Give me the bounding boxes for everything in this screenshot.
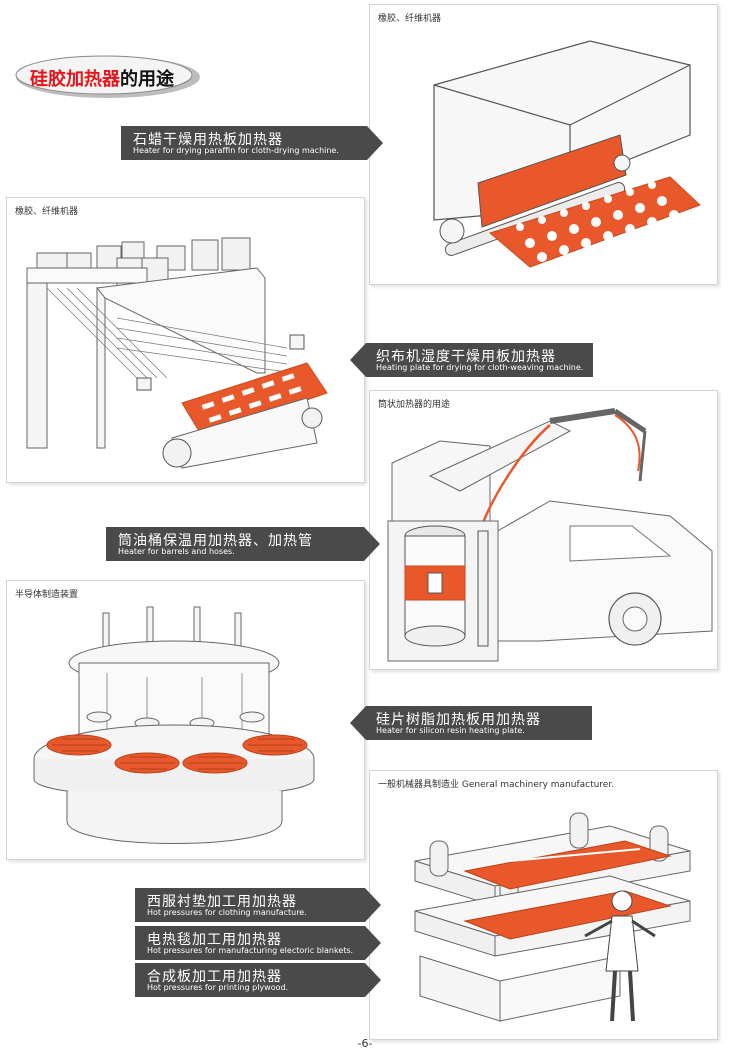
banner-electric-blankets: 电热毯加工用加热器 Hot pressures for manufacturin… — [135, 926, 381, 960]
logo-title-red: 硅胶加热器 — [30, 69, 120, 90]
drying-machine-illustration — [433, 40, 701, 268]
title-logo: 硅胶加热器的用途 — [14, 54, 202, 100]
banner-arrow-shape — [135, 926, 381, 960]
panel-semiconductor: 半导体制造装置 — [6, 580, 365, 860]
banner-title-en: Hot pressures for manufacturing electori… — [147, 946, 354, 955]
banner-clothing-manufacture: 西服衬垫加工用加热器 Hot pressures for clothing ma… — [135, 888, 381, 922]
banner-title-en: Heater for barrels and hoses. — [118, 547, 235, 556]
banner-title-zh: 织布机湿度干燥用板加热器 — [376, 349, 556, 365]
page-number: -6- — [357, 1037, 373, 1050]
panel-rubber-fiber-left: 橡胶、纤维机器 — [6, 197, 365, 483]
banner-barrels-hoses: 筒油桶保温用加热器、加热管 Heater for barrels and hos… — [106, 527, 380, 561]
banner-title-zh: 筒油桶保温用加热器、加热管 — [118, 533, 313, 549]
weaving-machine-illustration — [26, 237, 328, 469]
hot-press-illustration — [414, 812, 691, 1022]
banner-title-zh: 西服衬垫加工用加热器 — [147, 894, 297, 910]
banner-arrow-shape — [106, 527, 380, 561]
panel-label: 筒状加热器的用途 — [378, 400, 451, 410]
panel-general-machinery: 一般机械器具制造业 General machinery manufacturer… — [369, 770, 718, 1040]
panel-rubber-fiber-top: 橡胶、纤维机器 — [369, 4, 718, 285]
banner-arrow-shape — [121, 126, 383, 160]
logo-oval-background — [15, 55, 200, 98]
banner-plywood: 合成板加工用加热器 Hot pressures for printing ply… — [135, 963, 381, 997]
semiconductor-equipment-illustration — [33, 606, 315, 844]
panel-label: 半导体制造装置 — [15, 590, 79, 600]
banner-arrow-shape — [350, 343, 593, 377]
banner-arrow-shape — [350, 706, 592, 740]
banner-title-zh: 合成板加工用加热器 — [147, 969, 282, 985]
banner-title-en: Heating plate for drying for cloth-weavi… — [376, 363, 584, 372]
banner-arrow-shape — [135, 963, 381, 997]
banner-title-en: Hot pressures for clothing manufacture. — [147, 908, 307, 917]
panel-label: 橡胶、纤维机器 — [15, 207, 79, 217]
banner-title-en: Hot pressures for printing plywood. — [147, 983, 289, 992]
panel-label: 一般机械器具制造业 General machinery manufacturer… — [378, 780, 615, 790]
barrel-hose-illustration — [387, 408, 713, 662]
banner-title-zh: 电热毯加工用加热器 — [147, 932, 282, 948]
banner-arrow-shape — [135, 888, 381, 922]
banner-silicon-resin: 硅片树脂加热板用加热器 Heater for silicon resin hea… — [350, 706, 592, 740]
logo-title-black: 的用途 — [120, 69, 174, 90]
panel-tube-heater: 筒状加热器的用途 — [369, 390, 718, 670]
banner-title-zh: 石蜡干燥用热板加热器 — [133, 132, 283, 148]
banner-paraffin-drying: 石蜡干燥用热板加热器 Heater for drying paraffin fo… — [121, 126, 383, 160]
panel-label: 橡胶、纤维机器 — [378, 14, 442, 24]
logo-title: 硅胶加热器的用途 — [30, 65, 174, 91]
banner-title-en: Heater for drying paraffin for cloth-dry… — [133, 146, 339, 155]
banner-cloth-weaving: 织布机湿度干燥用板加热器 Heating plate for drying fo… — [350, 343, 593, 377]
banner-title-zh: 硅片树脂加热板用加热器 — [376, 712, 541, 728]
banner-title-en: Heater for silicon resin heating plate. — [376, 726, 525, 735]
